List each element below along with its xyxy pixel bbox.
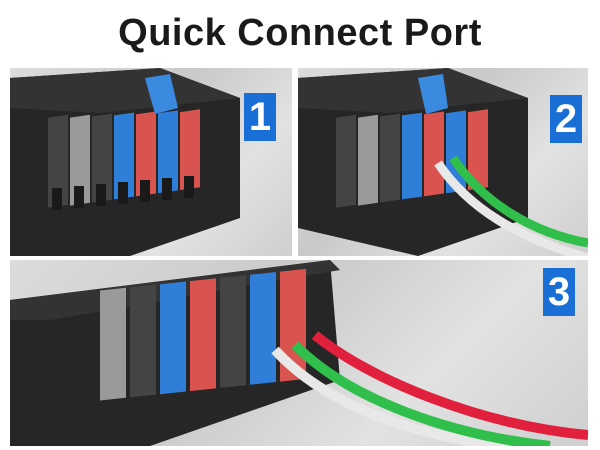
step-3-photo (10, 260, 588, 446)
step-2-photo (298, 68, 588, 256)
page-title: Quick Connect Port (118, 12, 482, 54)
step-3-badge: 3 (543, 268, 575, 316)
step-2-badge: 2 (550, 95, 582, 143)
step-1-badge: 1 (244, 93, 276, 141)
